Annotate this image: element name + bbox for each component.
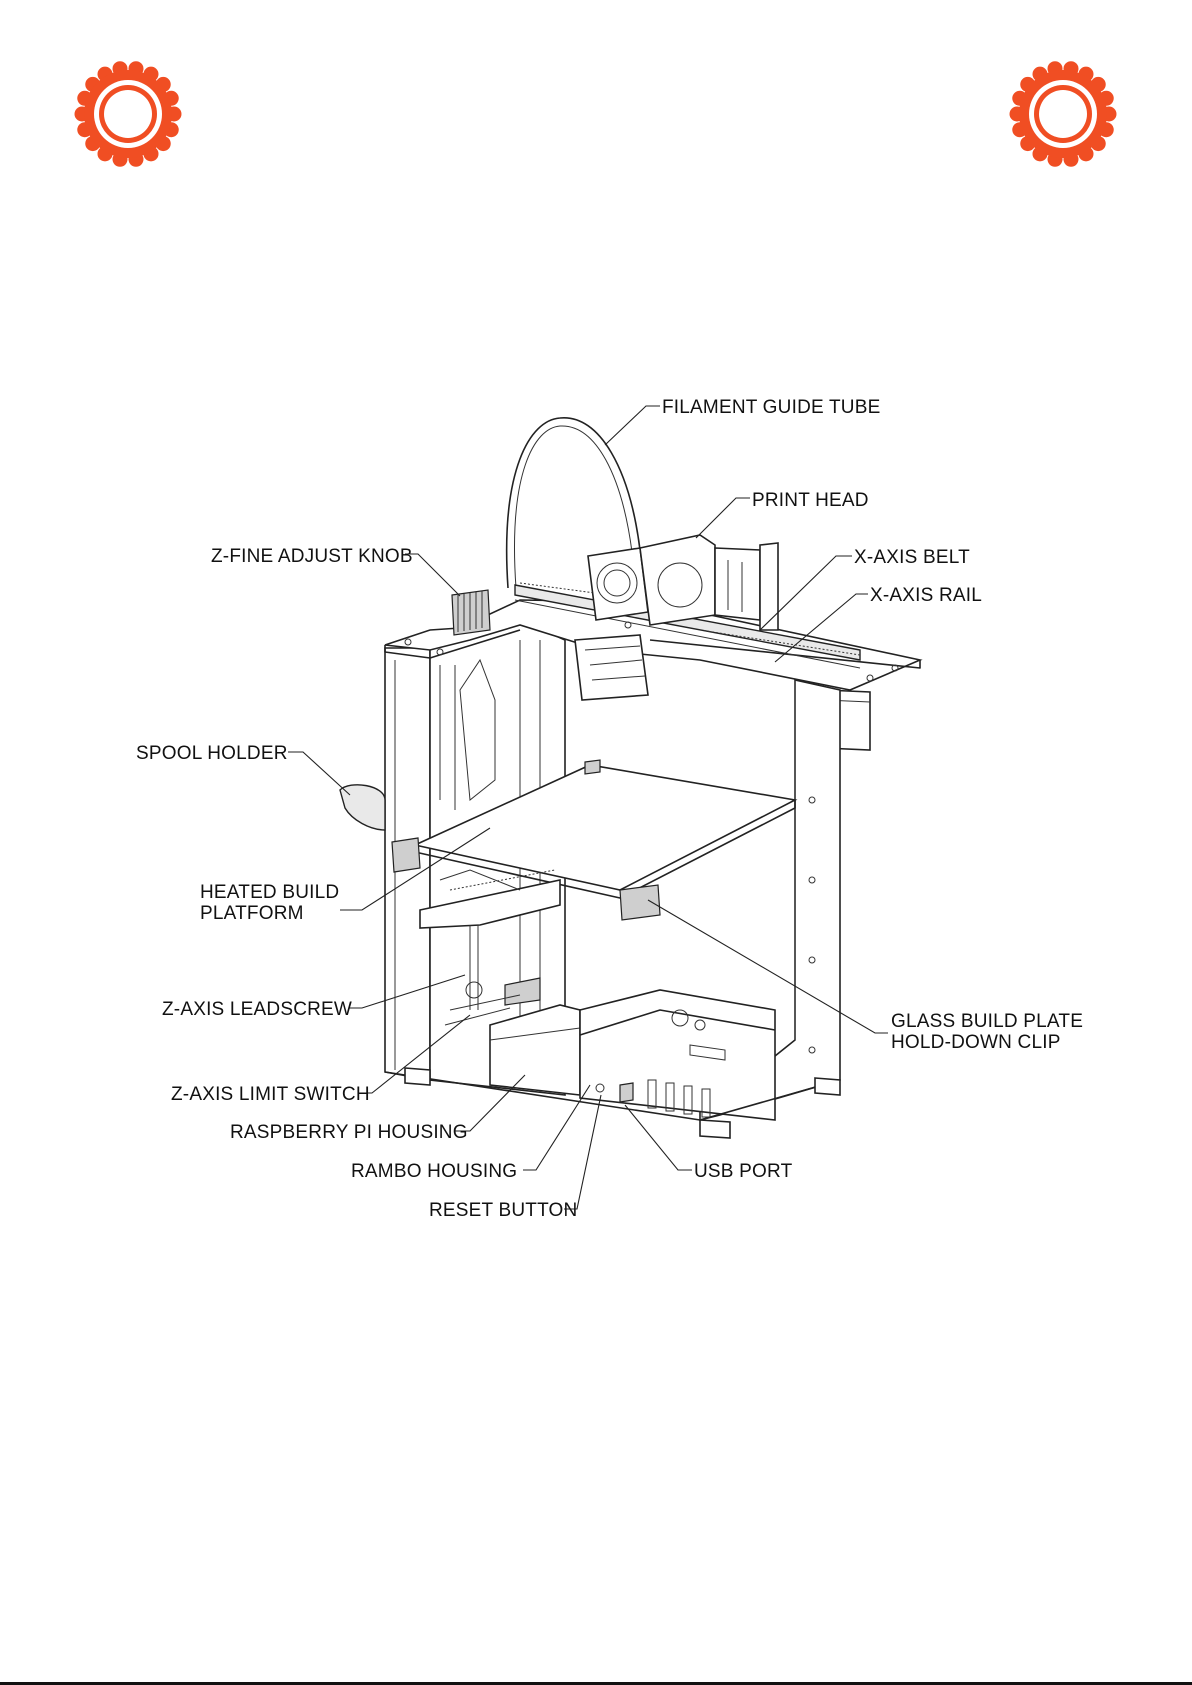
foot	[405, 1068, 430, 1085]
leader-z-knob	[405, 554, 460, 596]
leader-filament-tube	[605, 406, 660, 445]
label-print-head: PRINT HEAD	[752, 490, 869, 511]
label-heated-build-platform-2: PLATFORM	[200, 903, 304, 924]
label-z-axis-limit-switch: Z-AXIS LIMIT SWITCH	[171, 1084, 370, 1105]
leader-usb	[625, 1105, 692, 1170]
label-heated-build-platform-1: HEATED BUILD	[200, 882, 339, 903]
label-glass-build-plate-2: HOLD-DOWN CLIP	[891, 1032, 1061, 1053]
rambo-housing-drawing	[580, 990, 775, 1120]
label-x-axis-belt: X-AXIS BELT	[854, 547, 970, 568]
foot	[700, 1120, 730, 1138]
label-filament-guide-tube: FILAMENT GUIDE TUBE	[662, 397, 880, 418]
label-z-fine-adjust-knob: Z-FINE ADJUST KNOB	[211, 546, 413, 567]
label-raspberry-pi-housing: RASPBERRY PI HOUSING	[230, 1122, 468, 1143]
foot	[815, 1078, 840, 1095]
printer-illustration	[340, 418, 920, 1138]
label-z-axis-leadscrew: Z-AXIS LEADSCREW	[162, 999, 352, 1020]
label-x-axis-rail: X-AXIS RAIL	[870, 585, 982, 606]
leader-print-head	[696, 498, 750, 538]
leader-reset	[564, 1095, 601, 1209]
usb-port-drawing	[620, 1083, 633, 1102]
label-rambo-housing: RAMBO HOUSING	[351, 1161, 517, 1182]
print-head-drawing	[575, 535, 778, 700]
clip-front-left	[392, 838, 420, 872]
label-reset-button: RESET BUTTON	[429, 1200, 577, 1221]
label-spool-holder: SPOOL HOLDER	[136, 743, 288, 764]
clip-front-right	[620, 885, 660, 920]
label-glass-build-plate-1: GLASS BUILD PLATE	[891, 1011, 1083, 1032]
z-knob-drawing	[452, 590, 490, 635]
label-usb-port: USB PORT	[694, 1161, 793, 1182]
